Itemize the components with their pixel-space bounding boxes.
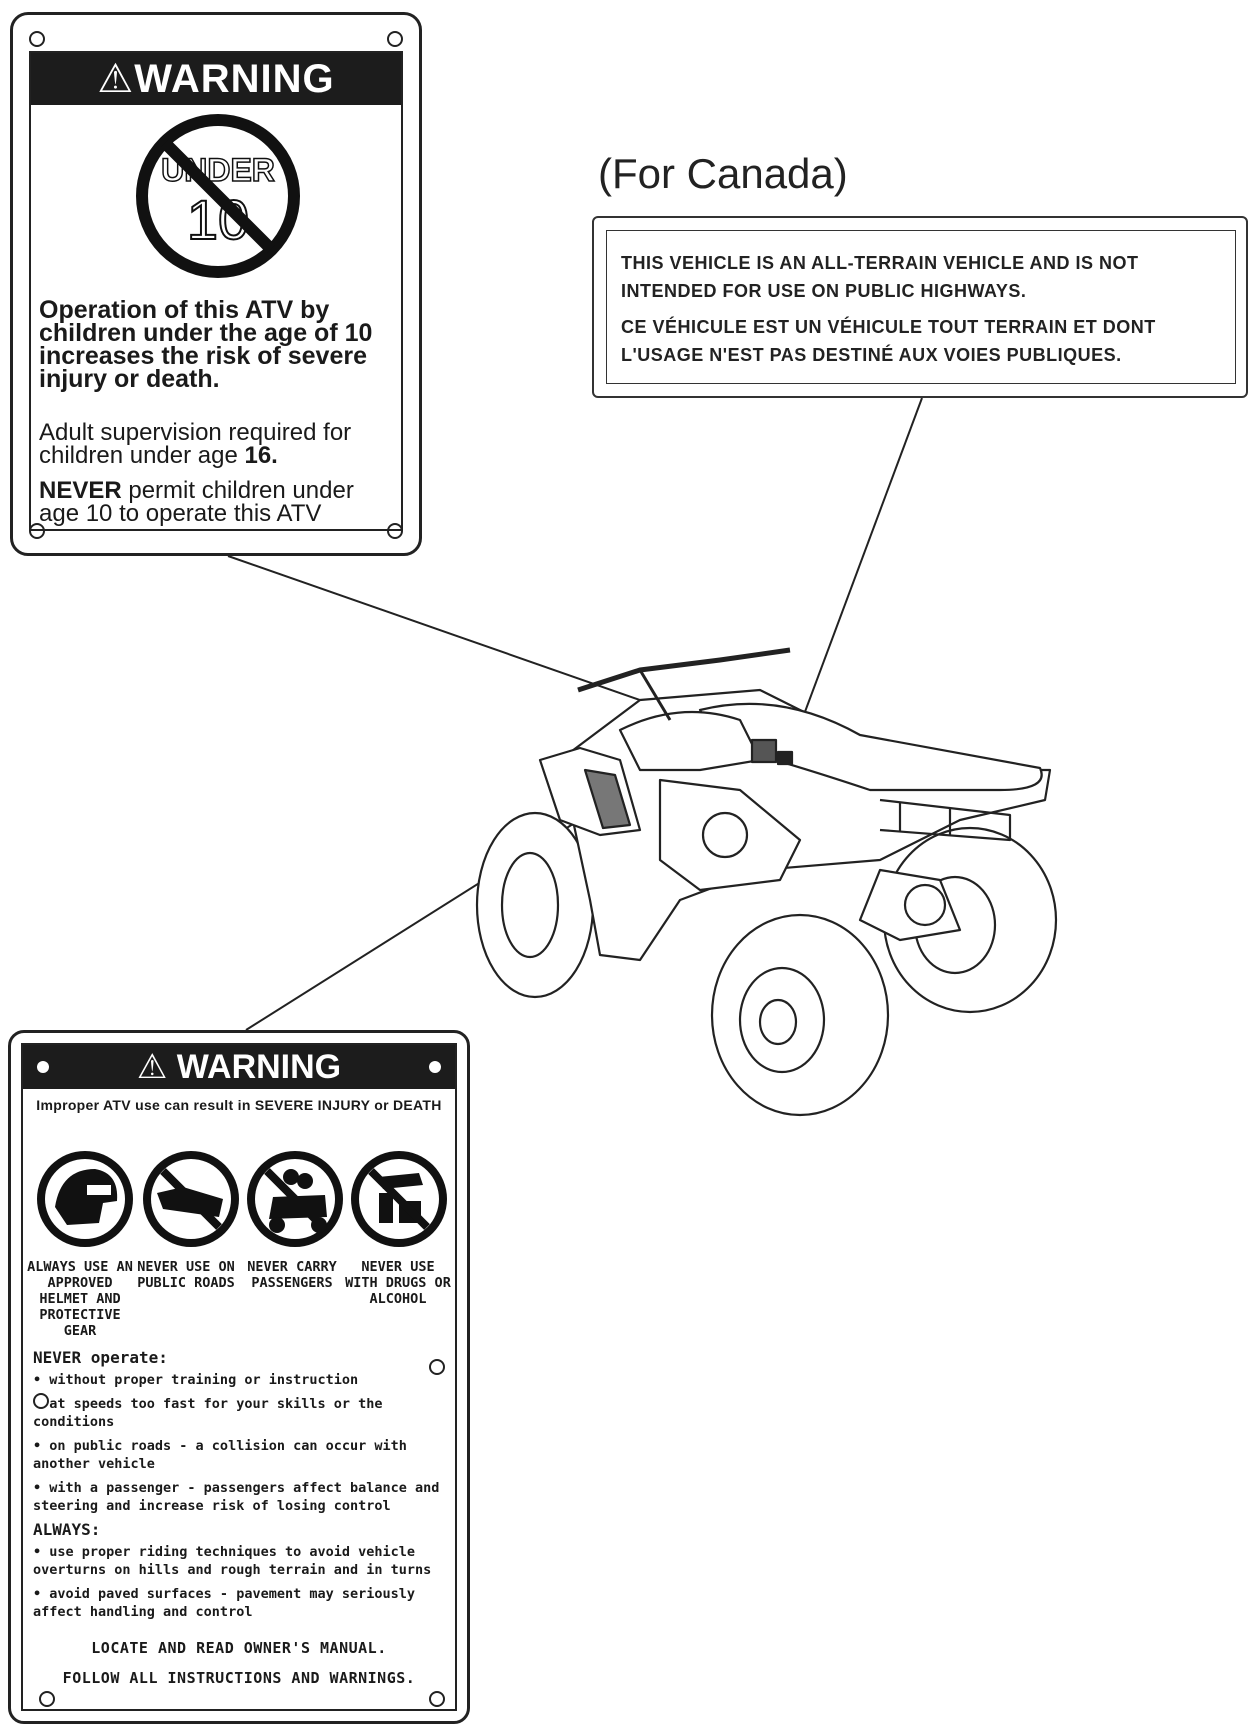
under-10-prohibition-icon: UNDER 10 xyxy=(136,114,300,278)
caption-drugs-alcohol: NEVER USE WITH DRUGS OR ALCOHOL xyxy=(345,1259,451,1307)
warning-header: ⚠ WARNING xyxy=(23,1045,455,1089)
leader-line-canada xyxy=(789,397,923,753)
warning-subhead: Improper ATV use can result in SEVERE IN… xyxy=(36,1097,442,1113)
footer-locate-manual: LOCATE AND READ OWNER'S MANUAL. xyxy=(91,1639,387,1657)
no-passengers-icon xyxy=(247,1151,343,1247)
header-dot xyxy=(37,1061,49,1073)
warning-triangle-icon: ⚠ xyxy=(136,1048,177,1086)
canada-english-text: THIS VEHICLE IS AN ALL-TERRAIN VEHICLE A… xyxy=(621,253,1139,301)
warning-header-text: WARNING xyxy=(134,56,335,101)
list-item: • with a passenger - passengers affect b… xyxy=(33,1480,440,1514)
mount-hole xyxy=(429,1691,445,1707)
warning-label-under10: ⚠ WARNING UNDER 10 Operation of this ATV… xyxy=(10,12,422,556)
warning-header-text: WARNING xyxy=(176,1047,342,1086)
warning-label-rules: ⚠ WARNING Improper ATV use can result in… xyxy=(8,1030,470,1724)
list-item: • on public roads - a collision can occu… xyxy=(33,1438,407,1472)
caption-public-roads: NEVER USE ON PUBLIC ROADS xyxy=(137,1259,235,1291)
list-item: • without proper training or instruction xyxy=(33,1372,359,1388)
list-item: • use proper riding techniques to avoid … xyxy=(33,1544,432,1578)
no-drugs-alcohol-icon xyxy=(351,1151,447,1247)
helmet-icon xyxy=(37,1151,133,1247)
atv-drawing xyxy=(475,647,1058,1117)
canada-title: (For Canada) xyxy=(598,150,848,197)
header-dot xyxy=(429,1061,441,1073)
supervision-age: 16. xyxy=(244,442,278,469)
never-heading: NEVER operate: xyxy=(33,1348,168,1367)
never-word: NEVER xyxy=(39,477,122,504)
pictogram-captions: ALWAYS USE AN APPROVED HELMET AND PROTEC… xyxy=(27,1259,453,1339)
canada-french-text: CE VÉHICULE EST UN VÉHICULE TOUT TERRAIN… xyxy=(621,317,1156,365)
always-heading: ALWAYS: xyxy=(33,1520,101,1539)
caption-helmet: ALWAYS USE AN APPROVED HELMET AND PROTEC… xyxy=(27,1259,133,1339)
caption-passengers: NEVER CARRY PASSENGERS xyxy=(247,1259,337,1291)
supervision-body: Adult supervision required for children … xyxy=(39,419,352,469)
pictogram-row xyxy=(37,1151,447,1247)
canada-label: THIS VEHICLE IS AN ALL-TERRAIN VEHICLE A… xyxy=(592,216,1248,398)
never-permit-body: permit children under age 10 to operate … xyxy=(39,477,354,527)
mount-hole xyxy=(29,31,45,47)
under10-main-text: Operation of this ATV by children under … xyxy=(39,296,373,393)
no-public-roads-icon xyxy=(143,1151,239,1247)
mount-hole xyxy=(387,523,403,539)
list-item: • at speeds too fast for your skills or … xyxy=(33,1396,383,1430)
warning-header: ⚠ WARNING xyxy=(31,53,401,105)
list-item: • avoid paved surfaces - pavement may se… xyxy=(33,1586,416,1620)
never-permit-text: NEVER permit children under age 10 to op… xyxy=(39,477,397,527)
supervision-text: Adult supervision required for children … xyxy=(39,419,397,469)
mount-hole xyxy=(33,1393,49,1409)
warning-triangle-icon: ⚠ xyxy=(97,57,135,101)
footer-follow-instructions: FOLLOW ALL INSTRUCTIONS AND WARNINGS. xyxy=(62,1669,416,1687)
mount-hole xyxy=(387,31,403,47)
mount-hole xyxy=(39,1691,55,1707)
mount-hole xyxy=(29,523,45,539)
rules-list: NEVER operate: • without proper training… xyxy=(33,1347,445,1627)
mount-hole xyxy=(429,1359,445,1375)
